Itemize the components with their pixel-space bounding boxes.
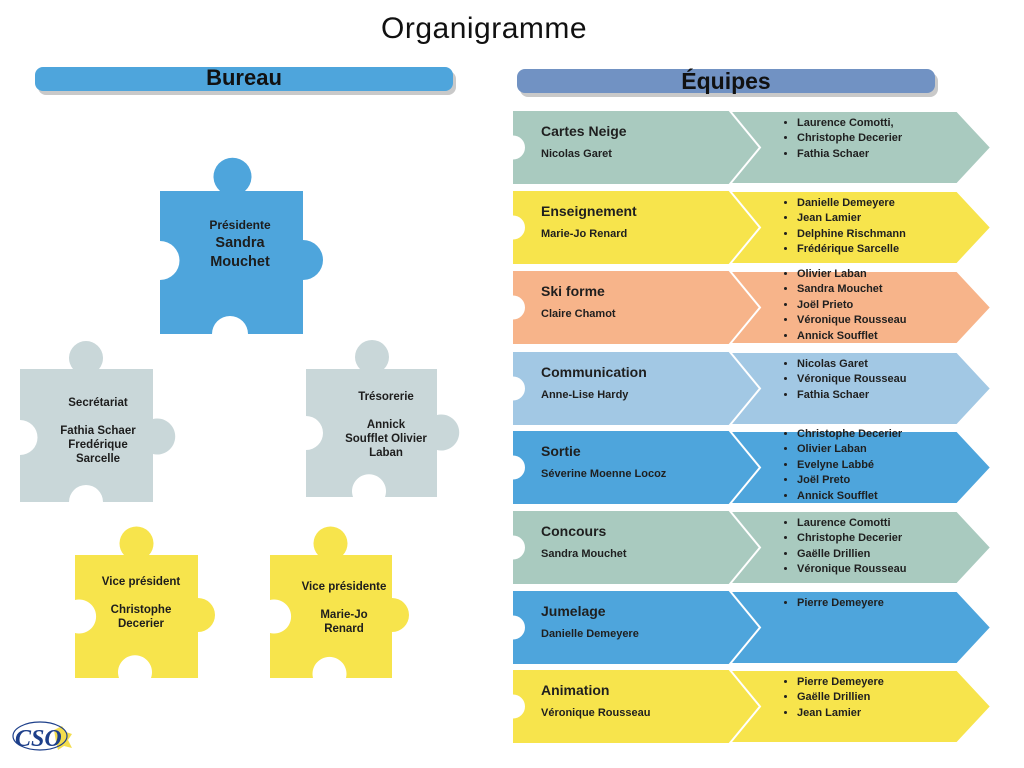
- team-name: Enseignement: [541, 203, 637, 219]
- team-chevron-right: [727, 590, 993, 665]
- team-lead: Véronique Rousseau: [541, 707, 651, 719]
- puzzle-piece-vice-president: [75, 526, 215, 678]
- team-member: Sandra Mouchet: [797, 282, 906, 297]
- team-member: Jean Lamier: [797, 706, 884, 721]
- team-member: Frédérique Sarcelle: [797, 242, 906, 257]
- vice-presidente-name: Marie-Jo Renard: [320, 609, 368, 635]
- puzzle-piece-secretariat: [20, 341, 176, 502]
- presidente-name: Sandra Mouchet: [210, 235, 270, 270]
- puzzle-piece-tresorerie: [306, 339, 460, 497]
- team-chevron-right: [727, 669, 993, 744]
- team-member: Olivier Laban: [797, 267, 906, 282]
- puzzle-piece-presidente: [160, 157, 323, 334]
- team-member: Gaëlle Drillien: [797, 547, 906, 562]
- team-name: Cartes Neige: [541, 123, 627, 139]
- team-lead: Anne-Lise Hardy: [541, 389, 629, 401]
- page-title: Organigramme: [381, 12, 588, 45]
- team-chevron-right: [727, 351, 993, 426]
- team-chevron-right: [727, 430, 993, 505]
- team-chevron-left: [513, 511, 762, 584]
- team-lead: Séverine Moenne Locoz: [541, 468, 667, 480]
- team-lead: Marie-Jo Renard: [541, 228, 628, 240]
- presidente-block: Présidente Sandra Mouchet: [190, 218, 290, 272]
- secretariat-block: Secrétariat Fathia Schaer Fredérique Sar…: [42, 396, 154, 466]
- team-member: Annick Soufflet: [797, 489, 902, 504]
- puzzle-piece-vice-presidente: [270, 526, 409, 678]
- team-member: Joël Preto: [797, 473, 902, 488]
- team-member: Nicolas Garet: [797, 357, 906, 372]
- team-member: Christophe Decerier: [797, 531, 906, 546]
- team-name: Sortie: [541, 443, 581, 459]
- vice-president-block: Vice président Christophe Decerier: [86, 575, 196, 631]
- team-members-list: Pierre DemeyereGaëlle DrillienJean Lamie…: [781, 675, 884, 721]
- presidente-role: Présidente: [209, 218, 271, 232]
- team-members-list: Pierre Demeyere: [781, 596, 884, 611]
- team-name: Jumelage: [541, 603, 606, 619]
- team-lead: Danielle Demeyere: [541, 628, 639, 640]
- team-members-list: Danielle DemeyereJean LamierDelphine Ris…: [781, 196, 906, 258]
- team-member: Laurence Comotti: [797, 516, 906, 531]
- bureau-heading: Bureau: [206, 65, 282, 90]
- team-chevron-left: [513, 591, 762, 664]
- team-name: Animation: [541, 682, 610, 698]
- tresorerie-names: Annick Soufflet Olivier Laban: [345, 419, 427, 459]
- team-members-list: Laurence ComottiChristophe DecerierGaëll…: [781, 516, 906, 578]
- team-member: Gaëlle Drillien: [797, 690, 884, 705]
- cso-logo: CSO: [12, 721, 72, 752]
- team-members-list: Laurence Comotti,Christophe DecerierFath…: [781, 116, 902, 162]
- team-member: Pierre Demeyere: [797, 675, 884, 690]
- team-lead: Sandra Mouchet: [541, 548, 627, 560]
- team-member: Véronique Rousseau: [797, 562, 906, 577]
- team-lead: Claire Chamot: [541, 308, 616, 320]
- team-name: Concours: [541, 523, 607, 539]
- team-chevron-left: [513, 670, 762, 743]
- team-member: Jean Lamier: [797, 211, 906, 226]
- team-members-list: Christophe DecerierOlivier LabanEvelyne …: [781, 427, 902, 504]
- vice-president-name: Christophe Decerier: [110, 604, 172, 630]
- tresorerie-block: Trésorerie Annick Soufflet Olivier Laban: [330, 390, 442, 460]
- team-member: Christophe Decerier: [797, 131, 902, 146]
- team-chevron-left: [513, 271, 762, 344]
- secretariat-names: Fathia Schaer Fredérique Sarcelle: [60, 425, 136, 465]
- team-member: Delphine Rischmann: [797, 227, 906, 242]
- team-chevron-left: [513, 352, 762, 425]
- team-member: Véronique Rousseau: [797, 313, 906, 328]
- team-chevron-left: [513, 191, 762, 264]
- equipes-heading: Équipes: [681, 68, 771, 94]
- team-member: Olivier Laban: [797, 442, 902, 457]
- team-chevron-left: [513, 111, 762, 184]
- team-member: Véronique Rousseau: [797, 372, 906, 387]
- team-member: Laurence Comotti,: [797, 116, 902, 131]
- team-member: Evelyne Labbé: [797, 458, 902, 473]
- team-lead: Nicolas Garet: [541, 148, 612, 160]
- logo-text: CSO: [15, 726, 62, 752]
- team-members-list: Nicolas GaretVéronique RousseauFathia Sc…: [781, 357, 906, 403]
- vice-presidente-block: Vice présidente Marie-Jo Renard: [289, 580, 399, 636]
- team-member: Pierre Demeyere: [797, 596, 884, 611]
- team-member: Annick Soufflet: [797, 329, 906, 344]
- vice-president-role: Vice président: [101, 576, 181, 588]
- tresorerie-role: Trésorerie: [358, 391, 414, 403]
- bureau-banner: Bureau: [35, 65, 453, 91]
- team-chevron-right: [727, 510, 993, 585]
- team-member: Fathia Schaer: [797, 388, 906, 403]
- team-member: Danielle Demeyere: [797, 196, 906, 211]
- team-name: Ski forme: [541, 283, 605, 299]
- equipes-banner: Équipes: [517, 68, 935, 94]
- team-chevron-left: [513, 431, 762, 504]
- team-members-list: Olivier LabanSandra MouchetJoël PrietoVé…: [781, 267, 906, 344]
- team-chevron-right: [727, 190, 993, 265]
- team-chevron-right: [727, 110, 993, 185]
- team-member: Joël Prieto: [797, 298, 906, 313]
- team-chevron-right: [727, 270, 993, 345]
- team-member: Fathia Schaer: [797, 147, 902, 162]
- team-member: Christophe Decerier: [797, 427, 902, 442]
- secretariat-role: Secrétariat: [68, 397, 128, 409]
- vice-presidente-role: Vice présidente: [301, 581, 387, 593]
- team-name: Communication: [541, 364, 647, 380]
